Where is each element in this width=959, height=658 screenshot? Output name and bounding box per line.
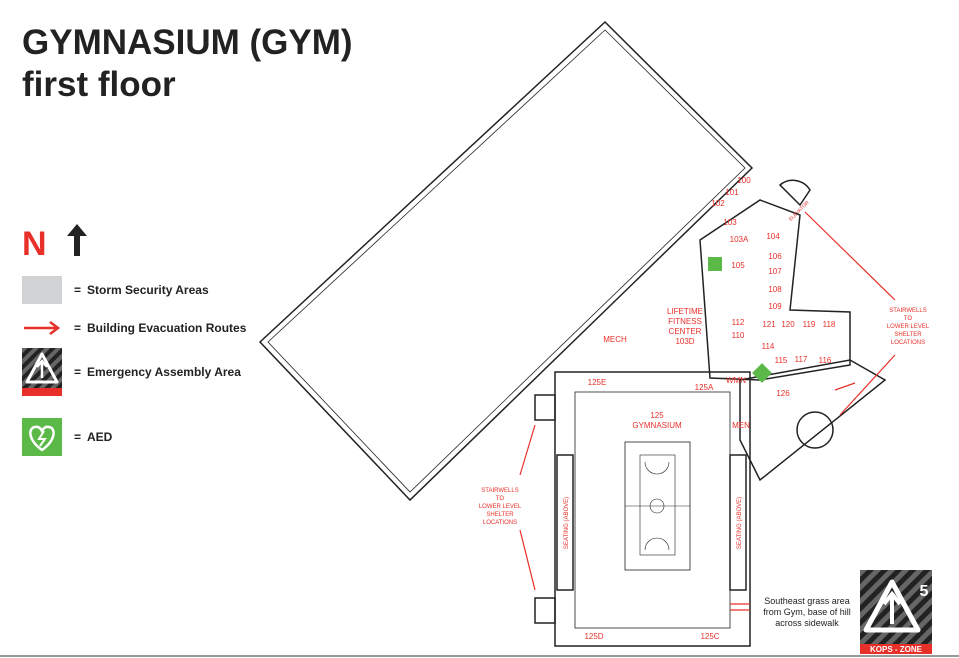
legend-label: Building Evacuation Routes xyxy=(87,321,247,335)
legend-label: AED xyxy=(87,430,113,444)
svg-text:LOWER LEVEL: LOWER LEVEL xyxy=(887,324,930,330)
room-103a: 103A xyxy=(730,235,749,244)
fitness-label: CENTER xyxy=(669,327,702,336)
page-title: GYMNASIUM (GYM) first floor xyxy=(22,22,353,106)
legend-assembly: = Emergency Assembly Area xyxy=(22,348,241,396)
legend-evacuation: = Building Evacuation Routes xyxy=(22,320,246,336)
assembly-note: Southeast grass area from Gym, base of h… xyxy=(763,596,851,628)
evacuation-routes xyxy=(519,211,896,611)
room-114: 114 xyxy=(762,342,775,351)
stairwell-note-west: STAIRWELLS TO LOWER LEVEL SHELTER LOCATI… xyxy=(479,488,522,526)
office-wing-outline xyxy=(699,199,851,381)
room-125d: 125D xyxy=(584,632,603,641)
storm-area-swatch xyxy=(22,276,62,304)
room-125e: 125E xyxy=(588,378,607,387)
bottom-divider xyxy=(0,655,959,657)
zone-number: 5 xyxy=(920,583,929,600)
title-floor: first floor xyxy=(22,65,176,104)
room-115: 115 xyxy=(775,356,788,365)
legend-aed: = AED xyxy=(22,418,112,456)
stairwell-note-east: STAIRWELLS TO LOWER LEVEL SHELTER LOCATI… xyxy=(887,308,930,346)
title-building: GYMNASIUM (GYM) xyxy=(22,23,353,62)
room-120: 120 xyxy=(781,320,795,329)
evacuation-arrow-icon xyxy=(24,321,61,335)
legend-label: Storm Security Areas xyxy=(87,283,209,297)
legend-label: Emergency Assembly Area xyxy=(87,365,241,379)
north-arrow-icon xyxy=(67,224,87,256)
room-102: 102 xyxy=(711,199,725,208)
room-119: 119 xyxy=(803,320,816,329)
aed-markers xyxy=(708,257,772,383)
svg-text:TO: TO xyxy=(496,496,505,502)
svg-text:LOCATIONS: LOCATIONS xyxy=(483,520,517,526)
room-116: 116 xyxy=(819,356,832,365)
svg-text:TO: TO xyxy=(904,316,913,322)
room-103: 103 xyxy=(723,218,737,227)
room-100: 100 xyxy=(737,176,751,185)
svg-text:LOCATIONS: LOCATIONS xyxy=(891,340,925,346)
stair-w-top xyxy=(534,394,556,421)
kops-zone-badge: KOPS - ZONE xyxy=(870,645,923,654)
room-105: 105 xyxy=(731,261,745,270)
lobby-outline xyxy=(739,359,887,482)
room-108: 108 xyxy=(768,285,782,294)
room-men: MEN xyxy=(732,421,750,430)
room-125c: 125C xyxy=(700,632,719,641)
room-106: 106 xyxy=(768,252,782,261)
svg-text:STAIRWELLS: STAIRWELLS xyxy=(889,308,926,314)
fitness-label: 103D xyxy=(675,337,694,346)
main-wing-outline xyxy=(258,20,754,502)
fitness-label: LIFETIME xyxy=(667,307,703,316)
room-126: 126 xyxy=(776,389,790,398)
stair-w-bottom xyxy=(534,597,556,624)
room-121: 121 xyxy=(762,320,776,329)
north-label: N xyxy=(22,225,47,263)
assembly-area-icon xyxy=(22,348,62,396)
room-101: 101 xyxy=(725,188,739,197)
fitness-label: FITNESS xyxy=(668,317,702,326)
room-110: 110 xyxy=(732,331,745,340)
room-labels: 100 101 102 103 103A 104 105 106 107 108… xyxy=(564,176,836,641)
room-117: 117 xyxy=(795,355,808,364)
seating-west-label: SEATING (ABOVE) xyxy=(564,497,570,549)
room-125a: 125A xyxy=(695,383,714,392)
room-112: 112 xyxy=(732,318,745,327)
seating-east xyxy=(729,454,747,591)
room-mech: MECH xyxy=(603,335,627,344)
main-wing-inner xyxy=(267,29,746,493)
gym-label: 125 xyxy=(650,411,664,420)
stair-se xyxy=(796,411,834,449)
gym-outline xyxy=(554,371,751,647)
svg-text:SHELTER: SHELTER xyxy=(894,332,922,338)
svg-text:LOWER LEVEL: LOWER LEVEL xyxy=(479,504,522,510)
room-118: 118 xyxy=(823,320,836,329)
gym-label: GYMNASIUM xyxy=(632,421,682,430)
room-wmn: WMN xyxy=(726,376,746,385)
seating-west xyxy=(556,454,574,591)
seating-east-label: SEATING (ABOVE) xyxy=(737,497,743,549)
room-107: 107 xyxy=(768,267,782,276)
kops-zone-icon: 5 KOPS - ZONE xyxy=(860,570,932,654)
legend-storm: = Storm Security Areas xyxy=(22,276,209,304)
room-109: 109 xyxy=(768,302,782,311)
svg-text:STAIRWELLS: STAIRWELLS xyxy=(481,488,518,494)
aed-icon xyxy=(22,418,62,456)
room-104: 104 xyxy=(766,232,780,241)
stair-ne xyxy=(778,179,811,207)
svg-text:SHELTER: SHELTER xyxy=(486,512,514,518)
